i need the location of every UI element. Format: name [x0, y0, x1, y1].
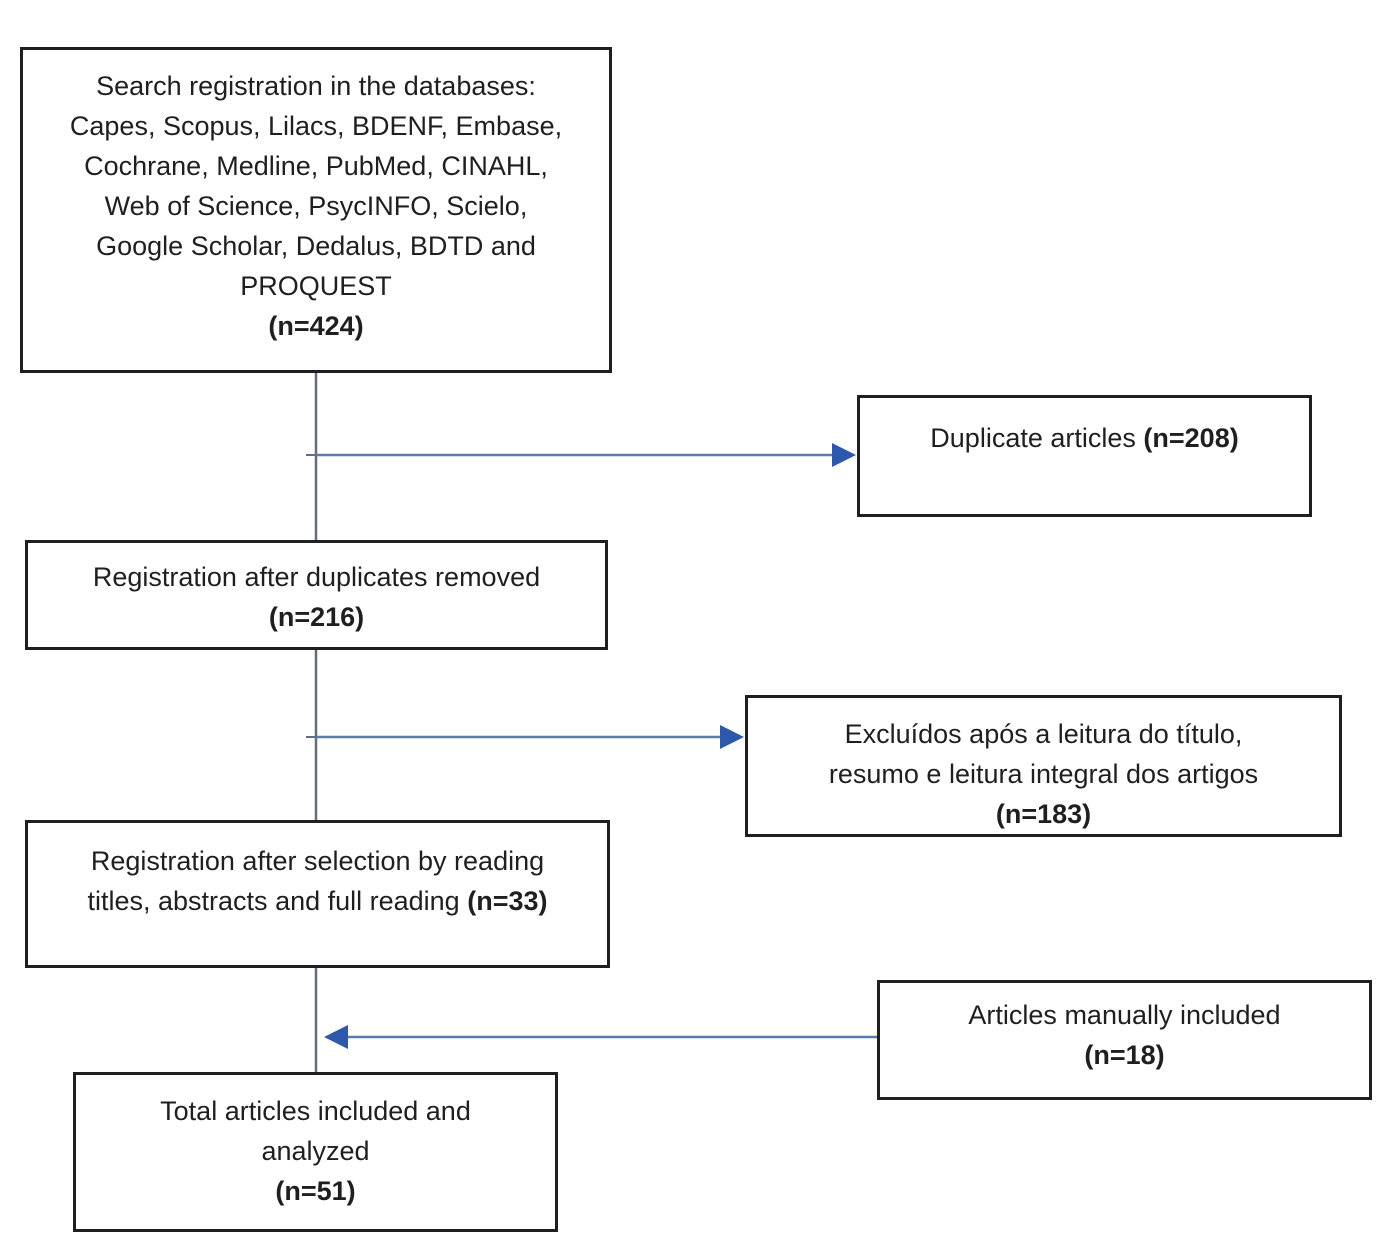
box-search-line: Search registration in the databases:: [96, 71, 536, 101]
arrow-to-excluded-head: [720, 725, 744, 749]
box-after-duplicates-count: (n=216): [268, 602, 365, 632]
arrow-from-manual-head: [324, 1025, 348, 1049]
box-after-selection-line2: titles, abstracts and full reading: [87, 886, 460, 916]
box-search-databases: Search registration in the databases: Ca…: [20, 47, 612, 373]
box-total-included: Total articles included and analyzed (n=…: [73, 1072, 558, 1232]
box-after-duplicates-label: Registration after duplicates removed: [92, 562, 541, 592]
box-after-selection-count: (n=33): [467, 886, 548, 916]
box-duplicates-count: (n=208): [1143, 423, 1239, 453]
box-duplicates-label: Duplicate articles: [930, 423, 1136, 453]
box-manually-included: Articles manually included (n=18): [877, 980, 1372, 1100]
box-search-line: Google Scholar, Dedalus, BDTD and: [96, 231, 536, 261]
box-manual-label: Articles manually included: [968, 1000, 1281, 1030]
box-total-line: analyzed: [261, 1136, 370, 1166]
box-search-count: (n=424): [268, 311, 364, 341]
box-search-line: PROQUEST: [240, 271, 392, 301]
box-total-line: Total articles included and: [160, 1096, 471, 1126]
arrow-to-duplicates-head: [832, 443, 856, 467]
box-total-count: (n=51): [275, 1176, 356, 1206]
box-manual-count: (n=18): [1084, 1040, 1165, 1070]
box-after-selection-line1: Registration after selection by reading: [90, 846, 545, 876]
box-after-duplicates-removed: Registration after duplicates removed (n…: [25, 540, 608, 650]
box-search-line: Capes, Scopus, Lilacs, BDENF, Embase,: [69, 111, 563, 141]
box-excluded-count: (n=183): [995, 799, 1092, 829]
box-after-selection: Registration after selection by reading …: [25, 820, 610, 968]
box-search-line: Cochrane, Medline, PubMed, CINAHL,: [84, 151, 548, 181]
box-excluded-line: resumo e leitura integral dos artigos: [828, 759, 1259, 789]
box-duplicate-articles: Duplicate articles (n=208): [857, 395, 1312, 517]
box-excluded-after-reading: Excluídos após a leitura do título, resu…: [745, 695, 1342, 837]
box-search-line: Web of Science, PsycINFO, Scielo,: [104, 191, 528, 221]
box-excluded-line: Excluídos após a leitura do título,: [844, 719, 1243, 749]
